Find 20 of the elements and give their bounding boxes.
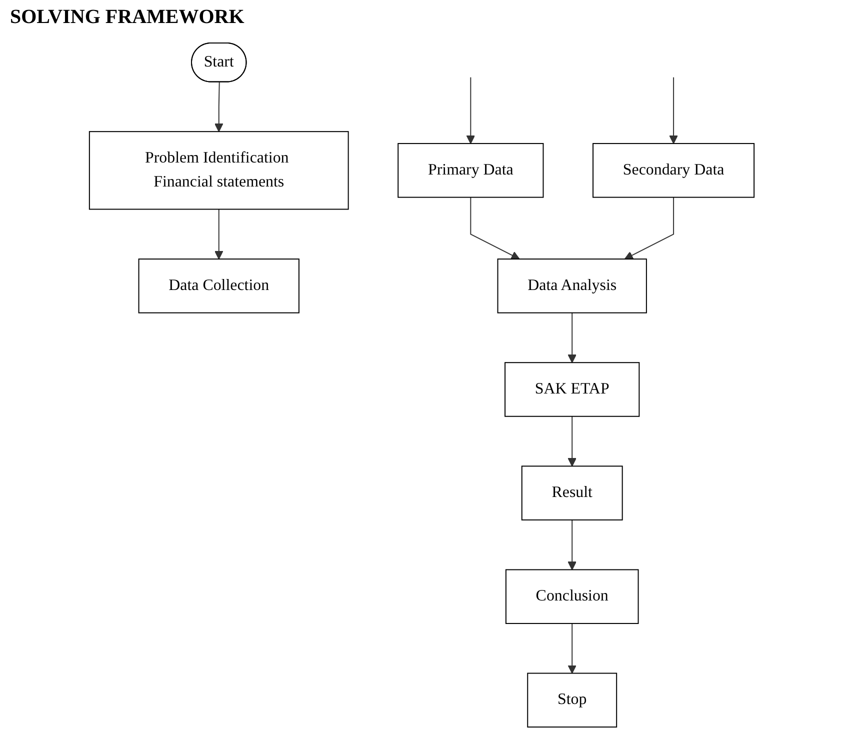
arrow xyxy=(214,82,223,132)
arrow xyxy=(466,76,475,144)
node-box: Data Collection xyxy=(138,258,300,314)
node-box: SAK ETAP xyxy=(504,362,640,417)
arrow xyxy=(214,208,223,260)
arrow xyxy=(470,196,520,260)
arrow xyxy=(668,76,678,144)
arrow xyxy=(567,416,576,467)
node-box: Result xyxy=(521,466,623,520)
diagram-title: SOLVING FRAMEWORK xyxy=(10,6,246,29)
node-box: Primary Data xyxy=(397,143,544,198)
arrow xyxy=(567,519,576,570)
node-box: Stop xyxy=(526,672,617,728)
arrow xyxy=(567,312,576,363)
arrow xyxy=(624,196,674,260)
node-box: Data Analysis xyxy=(497,258,647,314)
node-box: Conclusion xyxy=(505,569,639,624)
node-box: Problem Identification Financial statements xyxy=(88,131,349,210)
node-box: Secondary Data xyxy=(592,143,754,198)
arrow xyxy=(567,622,576,674)
